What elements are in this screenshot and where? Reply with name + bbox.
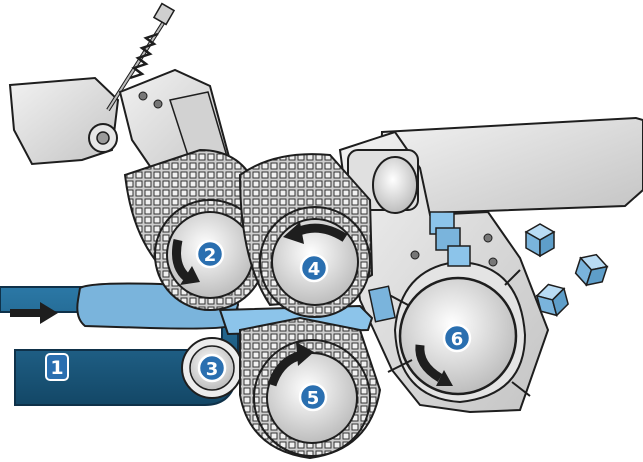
cut-strips xyxy=(368,211,471,323)
curved-arrow-icon xyxy=(415,344,453,386)
curved-arrow-icon xyxy=(267,342,314,387)
tension-spring xyxy=(106,2,176,112)
label-badge-3: 3 xyxy=(197,353,227,383)
right-arrow-icon xyxy=(10,302,58,324)
label-number: 2 xyxy=(204,245,217,266)
cube xyxy=(524,223,556,258)
curved-arrow-icon xyxy=(172,239,200,285)
label-number: 5 xyxy=(307,388,320,409)
label-number: 4 xyxy=(308,259,321,280)
diced-cubes xyxy=(524,223,609,317)
label-badge-2: 2 xyxy=(195,239,225,269)
label-badge-1: 1 xyxy=(45,353,69,381)
label-badge-4: 4 xyxy=(299,253,329,283)
label-number: 6 xyxy=(451,329,464,350)
label-badge-5: 5 xyxy=(298,382,328,412)
cube xyxy=(574,253,609,287)
tension-lever-arm xyxy=(8,76,120,166)
label-number: 1 xyxy=(50,357,63,379)
upper-right-roller xyxy=(238,153,374,318)
label-badge-6: 6 xyxy=(442,323,472,353)
cube xyxy=(535,283,569,317)
label-number: 3 xyxy=(206,359,219,380)
curved-arrow-icon xyxy=(283,222,348,244)
